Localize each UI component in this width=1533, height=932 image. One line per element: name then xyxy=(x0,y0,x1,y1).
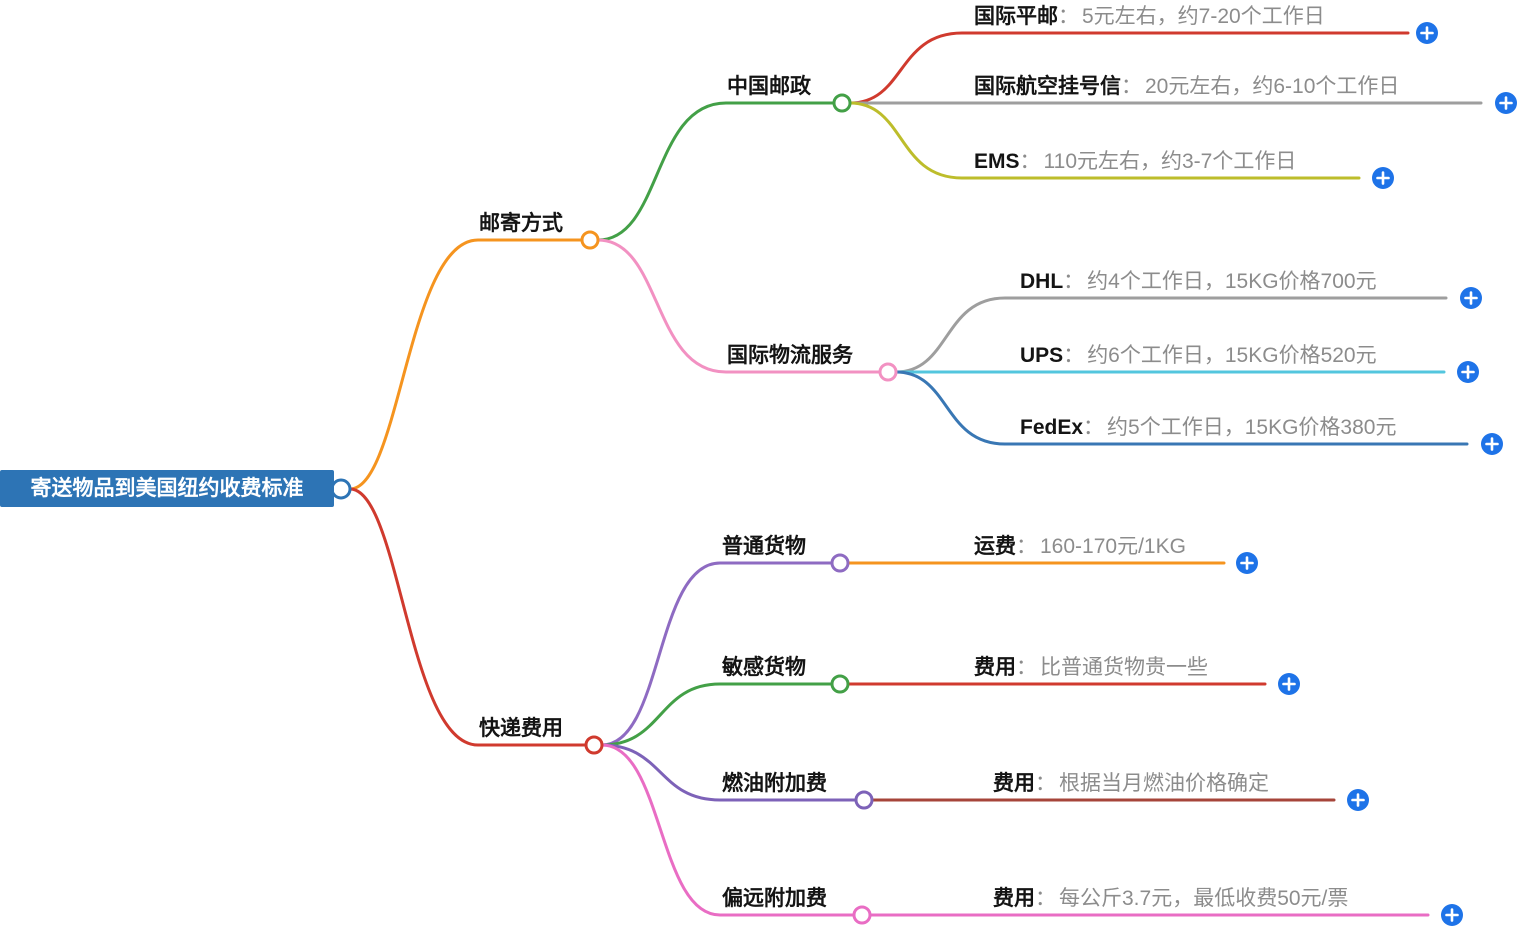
node-ordinary-fee[interactable]: 运费：160-170元/1KG xyxy=(974,534,1186,560)
leaf-separator: ： xyxy=(1035,887,1056,910)
edge-intl-logistics-dhl xyxy=(894,296,1448,374)
node-root[interactable]: 寄送物品到美国纽约收费标准 xyxy=(0,470,334,507)
connector-intl-logistics[interactable] xyxy=(878,362,898,382)
node-ems[interactable]: EMS：110元左右，约3-7个工作日 xyxy=(974,149,1296,175)
expand-button-ordinary-fee[interactable] xyxy=(1236,552,1258,574)
plus-glyph xyxy=(1485,437,1499,451)
edge-root-mail-method xyxy=(348,238,584,491)
edge-express-fee-remote-surcharge xyxy=(600,743,856,917)
expand-button-remote-fee[interactable] xyxy=(1441,904,1463,926)
expand-button-sensitive-fee[interactable] xyxy=(1278,673,1300,695)
leaf-value: 20元左右，约6-10个工作日 xyxy=(1145,75,1400,98)
plus-glyph xyxy=(1376,171,1390,185)
node-remote-surcharge[interactable]: 偏远附加费 xyxy=(722,887,827,910)
expand-button-fuel-fee[interactable] xyxy=(1347,789,1369,811)
edge-root-express-fee xyxy=(348,487,588,747)
plus-glyph xyxy=(1445,908,1459,922)
edge-express-fee-fuel-surcharge xyxy=(600,743,858,802)
edge-mail-method-intl-logistics xyxy=(596,238,882,374)
node-fedex[interactable]: FedEx：约5个工作日，15KG价格380元 xyxy=(1020,415,1396,441)
node-intl-logistics[interactable]: 国际物流服务 xyxy=(727,344,853,367)
leaf-separator: ： xyxy=(1016,656,1037,679)
edge-intl-logistics-fedex xyxy=(894,370,1469,446)
leaf-label: UPS xyxy=(1020,344,1064,367)
leaf-separator: ： xyxy=(1058,5,1079,28)
plus-glyph xyxy=(1240,556,1254,570)
expand-button-fedex[interactable] xyxy=(1481,433,1503,455)
leaf-separator: ： xyxy=(1083,416,1105,439)
node-remote-fee[interactable]: 费用：每公斤3.7元，最低收费50元/票 xyxy=(993,886,1348,912)
leaf-label: FedEx xyxy=(1020,416,1084,439)
leaf-value: 约5个工作日，15KG价格380元 xyxy=(1107,416,1397,439)
node-china-post[interactable]: 中国邮政 xyxy=(727,75,811,98)
node-ups[interactable]: UPS：约6个工作日，15KG价格520元 xyxy=(1020,343,1377,369)
expand-button-ems[interactable] xyxy=(1372,167,1394,189)
node-surface-mail[interactable]: 国际平邮：5元左右，约7-20个工作日 xyxy=(974,4,1325,30)
connector-ordinary-goods[interactable] xyxy=(830,553,850,573)
leaf-label: 运费 xyxy=(974,535,1016,558)
connector-express-fee[interactable] xyxy=(584,735,604,755)
leaf-label: 费用 xyxy=(974,656,1016,679)
connector-china-post[interactable] xyxy=(832,93,852,113)
edge-china-post-ems xyxy=(848,101,1361,180)
connector-mail-method[interactable] xyxy=(580,230,600,250)
edge-express-fee-sensitive-goods xyxy=(600,682,834,747)
node-mail-method[interactable]: 邮寄方式 xyxy=(479,212,563,235)
expand-button-dhl[interactable] xyxy=(1460,287,1482,309)
node-sensitive-fee[interactable]: 费用：比普通货物贵一些 xyxy=(974,655,1208,681)
connector-root[interactable] xyxy=(330,478,352,500)
leaf-separator: ： xyxy=(1063,344,1085,367)
leaf-value: 约6个工作日，15KG价格520元 xyxy=(1087,344,1377,367)
expand-button-surface-mail[interactable] xyxy=(1416,22,1438,44)
leaf-value: 5元左右，约7-20个工作日 xyxy=(1082,5,1325,28)
plus-glyph xyxy=(1351,793,1365,807)
plus-glyph xyxy=(1499,96,1513,110)
leaf-value: 约4个工作日，15KG价格700元 xyxy=(1087,270,1377,293)
leaf-value: 根据当月燃油价格确定 xyxy=(1059,772,1269,795)
leaf-value: 每公斤3.7元，最低收费50元/票 xyxy=(1059,887,1349,910)
leaf-separator: ： xyxy=(1121,75,1142,98)
leaf-value: 比普通货物贵一些 xyxy=(1040,656,1208,679)
leaf-label: 国际平邮 xyxy=(974,5,1058,28)
leaf-label: 费用 xyxy=(993,772,1035,795)
leaf-separator: ： xyxy=(1019,150,1041,173)
node-fuel-surcharge[interactable]: 燃油附加费 xyxy=(722,772,827,795)
leaf-label: DHL xyxy=(1020,270,1064,293)
plus-glyph xyxy=(1461,365,1475,379)
leaf-value: 160-170元/1KG xyxy=(1040,535,1186,558)
expand-button-ups[interactable] xyxy=(1457,361,1479,383)
node-dhl[interactable]: DHL：约4个工作日，15KG价格700元 xyxy=(1020,269,1377,295)
edge-express-fee-ordinary-goods xyxy=(600,561,834,747)
plus-glyph xyxy=(1464,291,1478,305)
leaf-label: 国际航空挂号信 xyxy=(974,75,1121,98)
connector-remote-surcharge[interactable] xyxy=(852,905,872,925)
node-sensitive-goods[interactable]: 敏感货物 xyxy=(722,656,806,679)
node-express-fee[interactable]: 快递费用 xyxy=(479,717,563,740)
plus-glyph xyxy=(1420,26,1434,40)
connector-sensitive-goods[interactable] xyxy=(830,674,850,694)
expand-button-air-registered[interactable] xyxy=(1495,92,1517,114)
connector-fuel-surcharge[interactable] xyxy=(854,790,874,810)
edge-china-post-surface-mail xyxy=(848,31,1410,105)
node-ordinary-goods[interactable]: 普通货物 xyxy=(722,535,806,558)
node-air-registered[interactable]: 国际航空挂号信：20元左右，约6-10个工作日 xyxy=(974,74,1399,100)
leaf-value: 110元左右，约3-7个工作日 xyxy=(1043,150,1297,173)
leaf-separator: ： xyxy=(1035,772,1056,795)
plus-glyph xyxy=(1282,677,1296,691)
edge-mail-method-china-post xyxy=(596,101,836,242)
node-fuel-fee[interactable]: 费用：根据当月燃油价格确定 xyxy=(993,771,1269,797)
leaf-separator: ： xyxy=(1063,270,1085,293)
leaf-label: 费用 xyxy=(993,887,1035,910)
leaf-label: EMS xyxy=(974,150,1020,173)
leaf-separator: ： xyxy=(1016,535,1037,558)
